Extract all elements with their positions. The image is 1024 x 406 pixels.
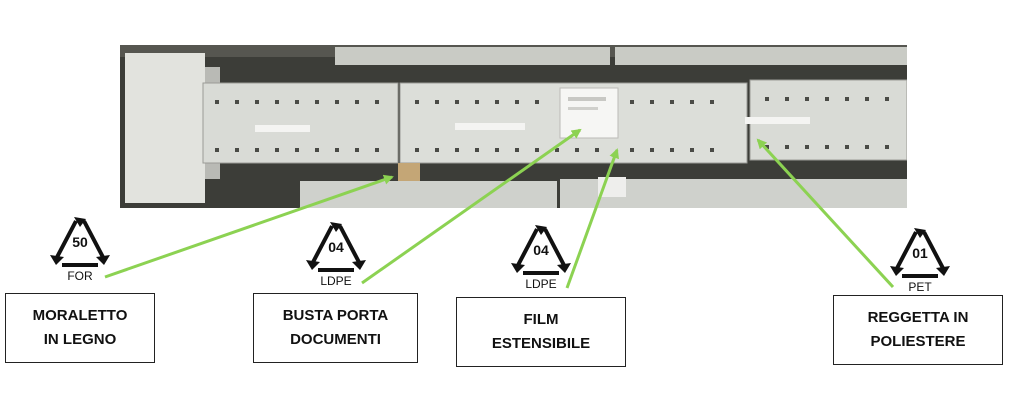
recycling-code: 04 xyxy=(533,242,549,258)
recycling-triangle-icon xyxy=(511,225,571,275)
recycling-material: LDPE xyxy=(525,277,557,291)
label-film-estensibile: FILM ESTENSIBILE xyxy=(456,297,626,367)
label-line: IN LEGNO xyxy=(43,331,117,348)
packaging-photo xyxy=(120,45,907,208)
recycling-material: PET xyxy=(908,280,932,294)
recycling-symbol-for: 50 FOR xyxy=(40,215,120,285)
label-moraletto-in-legno: MORALETTO IN LEGNO xyxy=(5,293,155,363)
recycling-code: 04 xyxy=(328,239,344,255)
recycling-symbol-ldpe-2: 04 LDPE xyxy=(501,223,581,293)
recycling-symbol-ldpe-1: 04 LDPE xyxy=(296,220,376,290)
label-line: FILM xyxy=(523,311,559,328)
label-line: BUSTA PORTA xyxy=(282,307,389,324)
recycling-material: LDPE xyxy=(320,274,352,288)
recycling-material: FOR xyxy=(67,269,93,283)
recycling-triangle-icon xyxy=(306,222,366,272)
recycling-symbol-pet: 01 PET xyxy=(880,226,960,296)
label-line: MORALETTO xyxy=(32,307,128,324)
label-line: POLIESTERE xyxy=(870,333,966,350)
label-line: REGGETTA IN xyxy=(867,309,969,326)
recycling-code: 50 xyxy=(72,234,88,250)
label-reggetta-in-poliestere: REGGETTA IN POLIESTERE xyxy=(833,295,1003,365)
label-line: DOCUMENTI xyxy=(290,331,381,348)
recycling-triangle-icon xyxy=(50,217,110,267)
label-line: ESTENSIBILE xyxy=(491,335,591,352)
label-busta-porta-documenti: BUSTA PORTA DOCUMENTI xyxy=(253,293,418,363)
recycling-triangle-icon xyxy=(890,228,950,278)
recycling-code: 01 xyxy=(912,245,928,261)
